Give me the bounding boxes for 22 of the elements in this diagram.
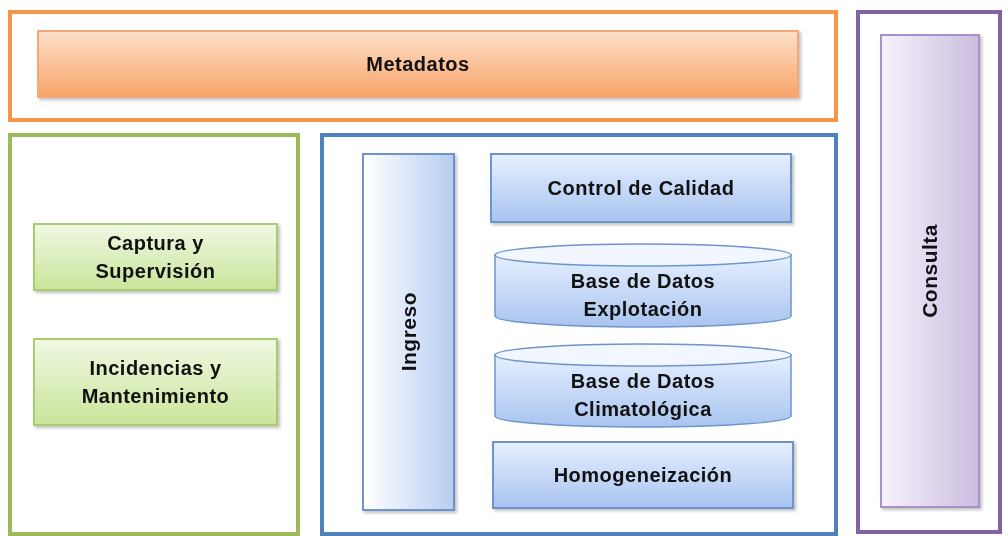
database-cylinder — [494, 343, 792, 428]
process-box — [490, 153, 792, 223]
box-label: Base de Datos Explotación — [569, 268, 717, 322]
process-box — [492, 441, 794, 509]
group-frame — [320, 133, 838, 536]
process-box — [37, 30, 799, 98]
process-box — [33, 223, 278, 291]
group-frame — [8, 10, 838, 122]
group-frame — [8, 133, 300, 536]
process-box — [33, 338, 278, 426]
group-frame — [856, 10, 1002, 534]
box-label: Incidencias y Mantenimiento — [80, 356, 231, 409]
box-label: Base de Datos Climatológica — [569, 368, 717, 422]
database-cylinder — [494, 243, 792, 328]
box-label: Consulta — [917, 224, 942, 318]
box-label: Control de Calidad — [547, 176, 735, 201]
box-label: Homogeneización — [553, 463, 733, 488]
process-box — [880, 34, 980, 508]
box-label: Ingreso — [395, 292, 421, 372]
box-label: Captura y Supervisión — [94, 231, 217, 284]
process-box — [362, 153, 455, 511]
box-label: Metadatos — [366, 52, 470, 77]
